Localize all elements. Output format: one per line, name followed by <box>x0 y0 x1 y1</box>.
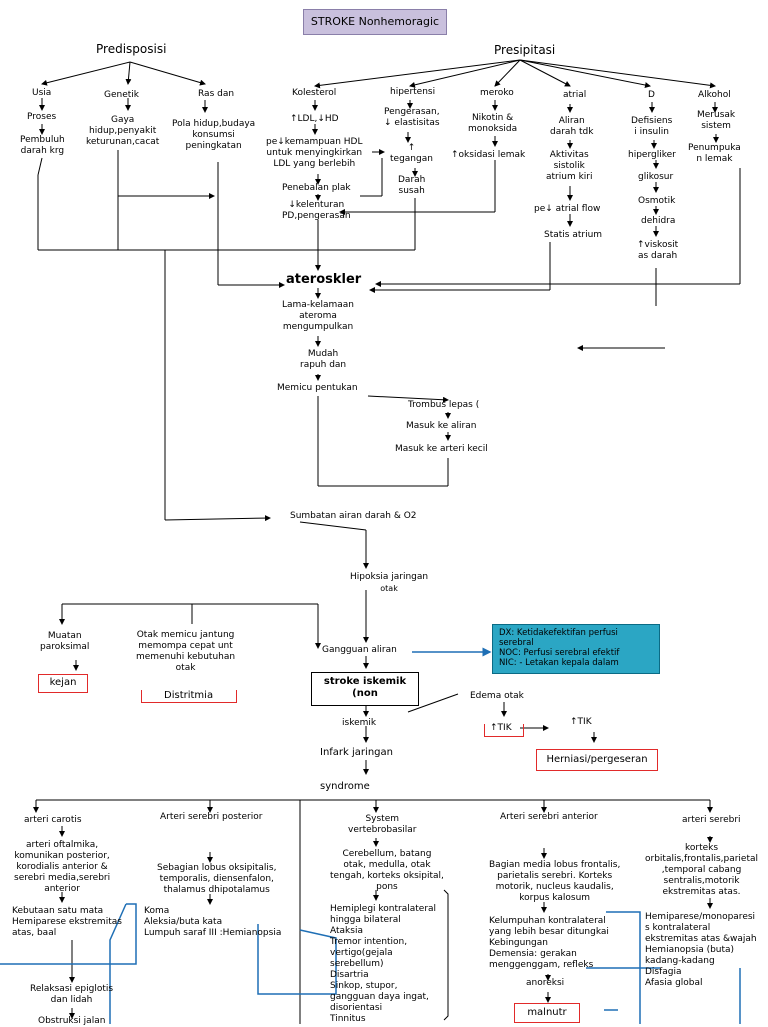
distritmia-bracket <box>141 690 237 703</box>
arteri-posterior-node: Arteri serebri posterior <box>160 812 263 822</box>
proses-node: Proses <box>27 112 57 122</box>
ldl-node: ↑LDL,↓HD <box>290 114 339 124</box>
arteri-serebri-node: arteri serebri <box>682 815 741 825</box>
masuk-arteri-node: Masuk ke arteri kecil <box>395 444 488 454</box>
alkohol-node: Alkohol <box>698 90 731 100</box>
glikosuria-node: glikosur <box>638 172 674 182</box>
trombus-node: Trombus lepas ( <box>408 400 480 410</box>
atrial-node: atrial <box>563 90 587 100</box>
distritmia-node: Distritmia <box>164 690 214 701</box>
aterosklerosis-node: ateroskler <box>286 272 362 287</box>
presipitasi-label: Presipitasi <box>494 43 556 57</box>
penebalan-node: Penebalan plak <box>282 183 351 193</box>
sumbatan-node: Sumbatan airan darah & O2 <box>290 511 417 521</box>
iskemik-node: iskemik <box>342 718 377 728</box>
malnutrisi-box: malnutr <box>514 1003 580 1023</box>
pengerasan-node: Pengerasan,↓ elastisitas <box>384 107 440 128</box>
hiperglikemi-node: hipergliker <box>628 150 676 160</box>
arteri-anterior-node: Arteri serebri anterior <box>500 812 598 822</box>
statis-atrium-node: Statis atrium <box>544 230 603 240</box>
usia-node: Usia <box>32 88 52 98</box>
kolesterol-node: Kolesterol <box>292 88 337 98</box>
obstruksi-node: Obstruksi jalan <box>38 1016 106 1026</box>
tegangan-node: ↑tegangan <box>390 143 433 164</box>
gangguan-node: Gangguan aliran <box>322 645 397 655</box>
nikotin-node: Nikotin &monoksida <box>468 113 518 134</box>
predisposisi-label: Predisposisi <box>96 42 167 56</box>
diagram-title: STROKE Nonhemoragic <box>303 9 447 35</box>
herniasi-box: Herniasi/pergeseran <box>536 749 658 771</box>
dm-node: D <box>648 90 655 100</box>
syndrome-node: syndrome <box>320 781 370 792</box>
posterior-desc: Sebagian lobus oksipitalis,temporalis, d… <box>157 863 277 895</box>
stroke-iskemik-box: stroke iskemik(non <box>311 672 419 706</box>
kejang-box: kejan <box>38 674 88 693</box>
anoreksia-node: anoreksi <box>526 978 565 988</box>
arteri-carotis-node: arteri carotis <box>24 815 82 825</box>
merokok-node: meroko <box>480 88 514 98</box>
hipertensi-node: hipertensi <box>390 87 436 97</box>
oksidasi-node: ↑oksidasi lemak <box>451 150 526 160</box>
osmotik-node: Osmotik <box>638 196 676 206</box>
dehidrasi-node: dehidra <box>641 216 676 226</box>
memicu-node: Memicu pentukan <box>277 383 358 393</box>
genetik-node: Genetik <box>104 90 139 100</box>
edema-node: Edema otak <box>470 691 524 701</box>
masuk-aliran-node: Masuk ke aliran <box>406 421 477 431</box>
ras-node: Ras dan <box>198 89 235 99</box>
tik-node-2: ↑TIK <box>570 717 592 727</box>
anterior-desc: Bagian media lobus frontalis,parietalis … <box>489 860 621 903</box>
infark-node: Infark jaringan <box>320 747 393 758</box>
tik-node: ↑TIK <box>490 723 512 733</box>
atrial-flow-node: pe↓ atrial flow <box>534 204 601 214</box>
carotis-desc: arteri oftalmika,komunikan posterior,kor… <box>14 840 111 894</box>
tik-bracket <box>484 724 524 737</box>
